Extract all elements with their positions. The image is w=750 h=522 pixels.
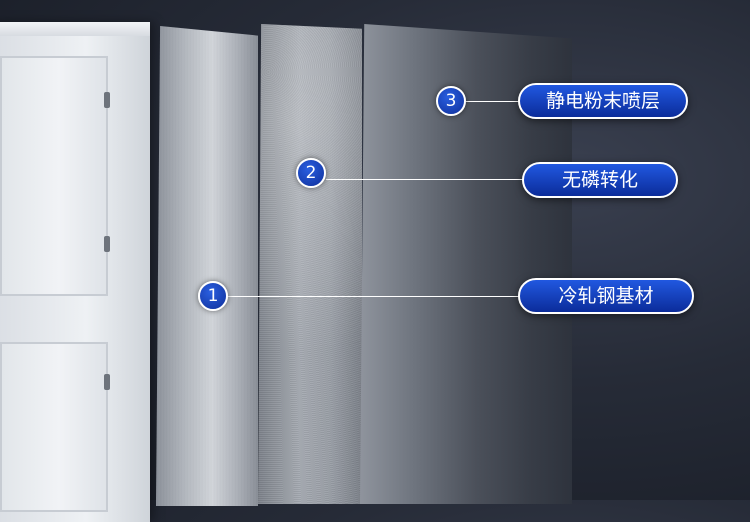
callout-line-3 [466, 101, 522, 102]
layer-number-badge-3: 3 [436, 86, 466, 116]
cabinet-top-edge [0, 22, 150, 36]
layer-number-badge-1: 1 [198, 281, 228, 311]
layer-number-badge-2: 2 [296, 158, 326, 188]
door-hinge [104, 92, 110, 108]
phosphorus-free-conversion-panel [258, 24, 362, 504]
product-scene: 3 静电粉末喷层 2 无磷转化 1 冷轧钢基材 [0, 22, 694, 522]
callout-line-2 [326, 179, 524, 180]
layer-label-2: 无磷转化 [522, 162, 678, 198]
cold-rolled-steel-panel [156, 26, 258, 506]
door-hinge [104, 236, 110, 252]
door-hinge [104, 374, 110, 390]
cabinet-upper-door [0, 56, 108, 296]
callout-line-1 [228, 296, 520, 297]
layer-label-1: 冷轧钢基材 [518, 278, 694, 314]
cabinet-lower-door [0, 342, 108, 512]
layer-label-3: 静电粉末喷层 [518, 83, 688, 119]
